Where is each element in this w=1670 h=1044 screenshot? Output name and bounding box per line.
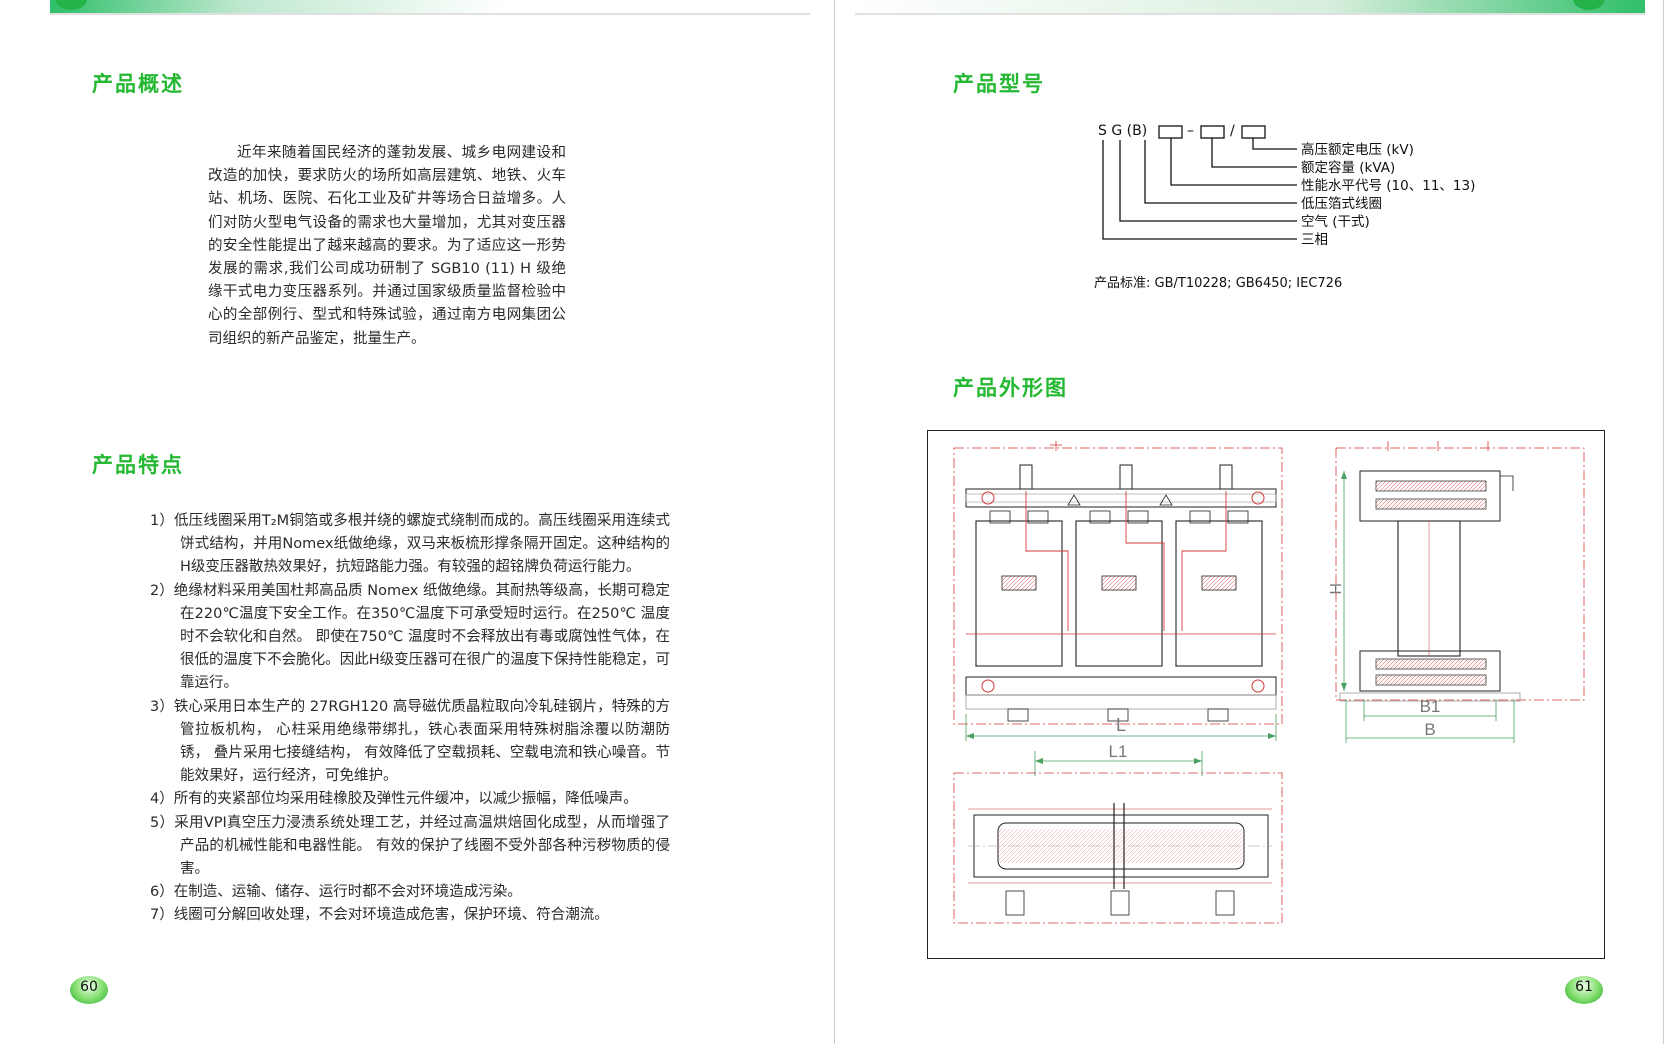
features-heading: 产品特点 (92, 453, 184, 477)
dimension-label-B1: B1 (1420, 697, 1441, 716)
model-box-performance (1158, 125, 1183, 139)
top-rule (855, 13, 1645, 15)
dimension-label-H: H (1326, 583, 1343, 595)
model-label: 性能水平代号 (10、11、13) (1301, 178, 1475, 194)
model-label: 额定容量 (kVA) (1301, 159, 1395, 176)
side-view: H B1 B (1326, 441, 1585, 743)
model-code-diagram: S G (B) – / 高压额定电压 (kV) 额定容量 (kVA) 性能水平代… (1098, 123, 1475, 248)
model-heading: 产品型号 (953, 72, 1045, 96)
feature-item: 5）采用VPI真空压力浸渍系统处理工艺，并经过高温烘焙固化成型，从而增强了产品的… (150, 814, 670, 878)
page-edge-line (1663, 0, 1664, 1044)
feature-item: 1）低压线圈采用T₂M铜箔或多根并绕的螺旋式绕制而成的。高压线圈采用连续式饼式结… (150, 513, 670, 576)
corner-decoration (55, 0, 87, 10)
model-box-capacity (1200, 125, 1225, 139)
model-label: 空气 (干式) (1301, 214, 1370, 230)
outline-heading: 产品外形图 (953, 376, 1068, 400)
model-box-voltage (1241, 125, 1266, 139)
outline-drawing-frame: L H B1 (927, 430, 1605, 959)
model-label: 三相 (1301, 232, 1328, 248)
product-standard: 产品标准: GB/T10228; GB6450; IEC726 (1094, 276, 1343, 291)
top-rule (50, 13, 810, 15)
top-view: L1 (953, 742, 1283, 924)
model-leader-lines (1102, 138, 1297, 240)
model-label: 低压箔式线圈 (1301, 196, 1382, 212)
feature-item: 6）在制造、运输、储存、运行时都不会对环境造成污染。 (150, 884, 522, 901)
features-list: 1）低压线圈采用T₂M铜箔或多根并绕的螺旋式绕制而成的。高压线圈采用连续式饼式结… (150, 510, 670, 928)
dimension-label-L: L (1116, 715, 1126, 735)
dimension-label-L1: L1 (1109, 742, 1128, 761)
page-number: 61 (1565, 976, 1603, 1004)
feature-item: 3）铁心采用日本生产的 27RGH120 高导磁优质晶粒取向冷轧硅钢片，特殊的方… (150, 698, 670, 785)
overview-heading: 产品概述 (92, 72, 184, 96)
corner-decoration (1573, 0, 1605, 10)
dimension-label-B: B (1424, 720, 1435, 739)
feature-item: 4）所有的夹紧部位均采用硅橡胶及弹性元件缓冲，以减少振幅，降低噪声。 (150, 791, 638, 808)
left-page: 产品概述 近年来随着国民经济的蓬勃发展、城乡电网建设和改造的加快，要求防火的场所… (50, 0, 835, 1044)
feature-item: 2）绝缘材料采用美国杜邦高品质 Nomex 纸做绝缘。其耐热等级高，长期可稳定在… (150, 582, 670, 692)
top-decor-band (50, 0, 810, 14)
model-separator-dash: – (1187, 123, 1194, 139)
model-code-text: S G (B) (1098, 123, 1147, 139)
top-decor-band (855, 0, 1645, 14)
feature-item: 7）线圈可分解回收处理，不会对环境造成危害，保护环境、符合潮流。 (150, 907, 609, 924)
outline-drawing: L H B1 (953, 441, 1585, 924)
front-view: L (953, 441, 1283, 741)
page-number: 60 (70, 976, 108, 1004)
model-separator-slash: / (1230, 123, 1235, 139)
model-label: 高压额定电压 (kV) (1301, 141, 1414, 158)
overview-paragraph: 近年来随着国民经济的蓬勃发展、城乡电网建设和改造的加快，要求防火的场所如高层建筑… (208, 145, 566, 347)
